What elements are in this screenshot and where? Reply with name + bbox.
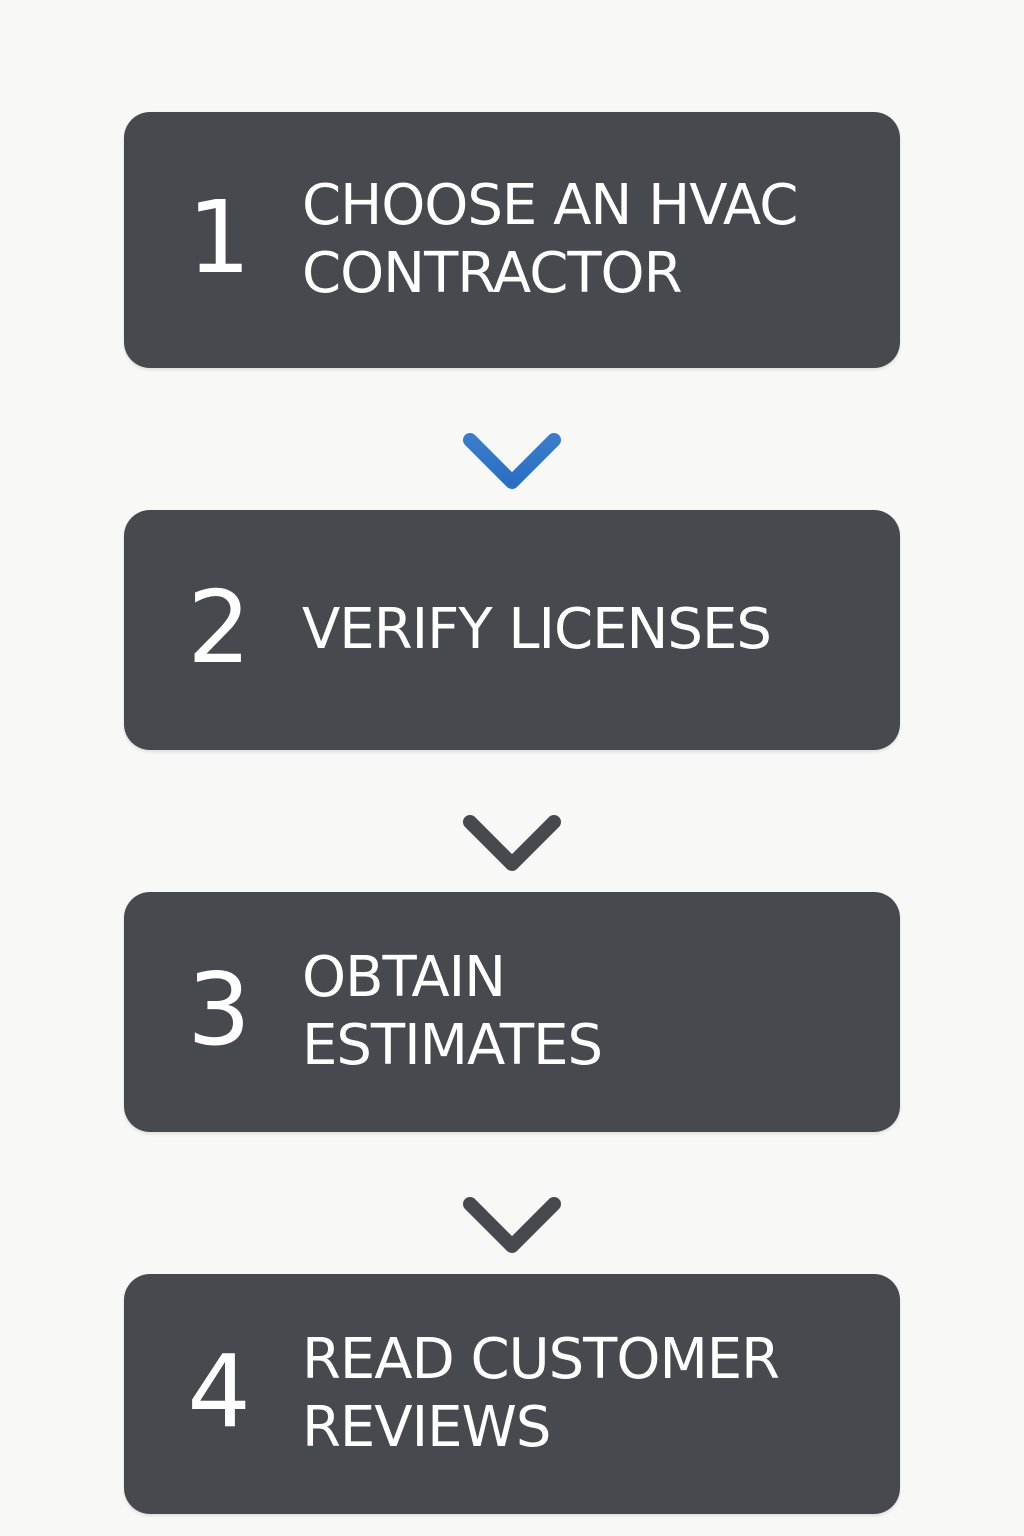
arrow-down-icon: [463, 750, 561, 871]
step-2-box: 2 VERIFY LICENSES: [124, 510, 900, 750]
step-1-number: 1: [187, 179, 251, 296]
arrow-down-icon: [463, 368, 561, 489]
step-4-number: 4: [187, 1333, 251, 1450]
step-2-number: 2: [187, 569, 251, 686]
step-3-number: 3: [187, 951, 251, 1068]
step-1-box: 1 CHOOSE AN HVAC CONTRACTOR: [124, 112, 900, 368]
step-4-label: READ CUSTOMER REVIEWS: [302, 1327, 780, 1460]
arrow-2-head: [463, 815, 561, 871]
arrow-1-head: [463, 433, 561, 489]
step-3-box: 3 OBTAIN ESTIMATES: [124, 892, 900, 1132]
arrow-3-head: [463, 1197, 561, 1253]
arrow-down-icon: [463, 1132, 561, 1253]
step-4-box: 4 READ CUSTOMER REVIEWS: [124, 1274, 900, 1514]
step-1-label: CHOOSE AN HVAC CONTRACTOR: [302, 173, 798, 306]
step-3-label: OBTAIN ESTIMATES: [302, 945, 603, 1078]
step-2-label: VERIFY LICENSES: [302, 597, 772, 662]
